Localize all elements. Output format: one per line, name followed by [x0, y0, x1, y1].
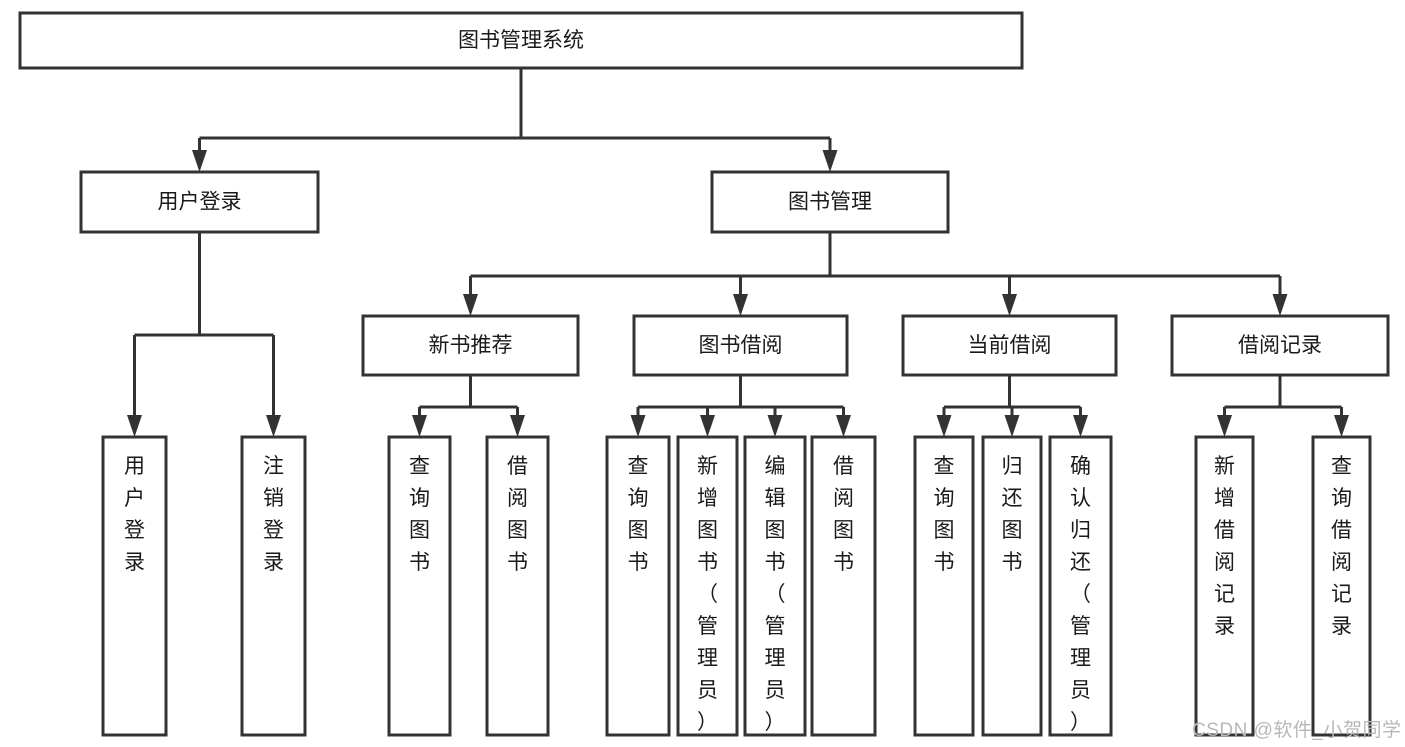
node-box-borrow-record[interactable] — [1170, 314, 1390, 377]
node-label: 归还图书 — [1002, 455, 1023, 574]
node-box-user-login[interactable] — [79, 170, 320, 234]
node-box-leaf-query-record[interactable] — [1311, 435, 1372, 737]
node-borrow-record[interactable]: 借阅记录 — [1170, 314, 1390, 377]
node-leaf-edit-book[interactable]: 编辑图书（管理员） — [743, 435, 807, 737]
node-box-leaf-user-login[interactable] — [101, 435, 168, 737]
node-book-borrow[interactable]: 图书借阅 — [632, 314, 849, 377]
csdn-watermark: CSDN @软件_小贺同学 — [1192, 720, 1402, 741]
node-box-leaf-query-book-2[interactable] — [605, 435, 671, 737]
node-new-book-rec[interactable]: 新书推荐 — [361, 314, 580, 377]
node-box-leaf-borrow-book-1[interactable] — [485, 435, 550, 737]
arrow-head-icon — [1272, 294, 1288, 316]
node-label: 确认归还（管理员） — [1070, 455, 1091, 734]
node-label: 查询借阅记录 — [1331, 455, 1352, 638]
connector-group-book-borrow — [630, 375, 851, 437]
node-box-leaf-return-book[interactable] — [981, 435, 1043, 737]
arrow-head-icon — [463, 294, 478, 316]
arrow-head-icon — [1073, 415, 1088, 437]
arrow-head-icon — [266, 415, 281, 437]
node-leaf-query-book-3[interactable]: 查询图书 — [913, 435, 975, 737]
node-box-root[interactable] — [18, 11, 1024, 70]
node-label: 当前借阅 — [968, 334, 1052, 357]
arrow-head-icon — [822, 150, 838, 172]
node-box-book-borrow[interactable] — [632, 314, 849, 377]
node-leaf-query-book-2[interactable]: 查询图书 — [605, 435, 671, 737]
node-box-leaf-logout[interactable] — [240, 435, 307, 737]
arrow-head-icon — [412, 415, 427, 437]
node-label: 用户登录 — [158, 191, 242, 214]
node-label: 图书借阅 — [699, 334, 783, 357]
node-box-leaf-add-record[interactable] — [1194, 435, 1255, 737]
node-box-book-manage[interactable] — [710, 170, 950, 234]
connector-group-root — [192, 68, 838, 172]
node-label: 查询图书 — [409, 455, 430, 574]
node-leaf-logout[interactable]: 注销登录 — [240, 435, 307, 737]
node-box-current-borrow[interactable] — [901, 314, 1118, 377]
connector-group-borrow-record — [1217, 375, 1349, 437]
arrow-head-icon — [510, 415, 525, 437]
node-leaf-confirm-return[interactable]: 确认归还（管理员） — [1048, 435, 1113, 737]
node-box-leaf-add-book[interactable] — [676, 435, 739, 737]
node-box-leaf-query-book-1[interactable] — [387, 435, 452, 737]
node-leaf-return-book[interactable]: 归还图书 — [981, 435, 1043, 737]
node-leaf-borrow-book-1[interactable]: 借阅图书 — [485, 435, 550, 737]
node-book-manage[interactable]: 图书管理 — [710, 170, 950, 234]
arrow-head-icon — [1002, 294, 1017, 316]
node-box-leaf-edit-book[interactable] — [743, 435, 807, 737]
node-box-new-book-rec[interactable] — [361, 314, 580, 377]
node-layer: 图书管理系统用户登录图书管理新书推荐图书借阅当前借阅借阅记录用户登录注销登录查询… — [18, 11, 1390, 737]
arrow-head-icon — [1217, 415, 1232, 437]
node-label: 借阅记录 — [1238, 334, 1322, 357]
arrow-head-icon — [733, 294, 748, 316]
node-box-leaf-confirm-return[interactable] — [1048, 435, 1113, 737]
node-label: 新书推荐 — [429, 334, 513, 357]
node-label: 借阅图书 — [833, 455, 854, 574]
connector-layer — [127, 68, 1349, 437]
node-label: 新增图书（管理员） — [697, 455, 718, 734]
node-leaf-user-login[interactable]: 用户登录 — [101, 435, 168, 737]
arrow-head-icon — [767, 415, 783, 437]
arrow-head-icon — [192, 150, 207, 172]
node-label: 注销登录 — [263, 455, 284, 574]
node-label: 图书管理系统 — [458, 29, 584, 52]
arrow-head-icon — [1004, 415, 1020, 437]
arrow-head-icon — [127, 415, 142, 437]
node-label: 查询图书 — [628, 455, 649, 574]
node-leaf-add-book[interactable]: 新增图书（管理员） — [676, 435, 739, 737]
arrow-head-icon — [836, 415, 851, 437]
arrow-head-icon — [1334, 415, 1349, 437]
arrow-head-icon — [630, 415, 646, 437]
node-leaf-add-record[interactable]: 新增借阅记录 — [1194, 435, 1255, 737]
node-label: 编辑图书（管理员） — [765, 455, 786, 734]
node-box-leaf-query-book-3[interactable] — [913, 435, 975, 737]
node-label: 借阅图书 — [507, 455, 528, 574]
node-current-borrow[interactable]: 当前借阅 — [901, 314, 1118, 377]
connector-group-book-manage — [463, 232, 1288, 316]
node-label: 新增借阅记录 — [1214, 455, 1235, 638]
node-root[interactable]: 图书管理系统 — [18, 11, 1024, 70]
node-label: 图书管理 — [788, 191, 872, 214]
node-leaf-query-book-1[interactable]: 查询图书 — [387, 435, 452, 737]
node-user-login[interactable]: 用户登录 — [79, 170, 320, 234]
node-box-leaf-borrow-book-2[interactable] — [810, 435, 877, 737]
arrow-head-icon — [936, 415, 952, 437]
connector-group-new-book-rec — [412, 375, 525, 437]
connector-group-current-borrow — [936, 375, 1088, 437]
node-label: 查询图书 — [934, 455, 955, 574]
arrow-head-icon — [700, 415, 715, 437]
node-label: 用户登录 — [124, 455, 145, 574]
node-leaf-borrow-book-2[interactable]: 借阅图书 — [810, 435, 877, 737]
connector-group-user-login — [127, 232, 281, 437]
node-leaf-query-record[interactable]: 查询借阅记录 — [1311, 435, 1372, 737]
